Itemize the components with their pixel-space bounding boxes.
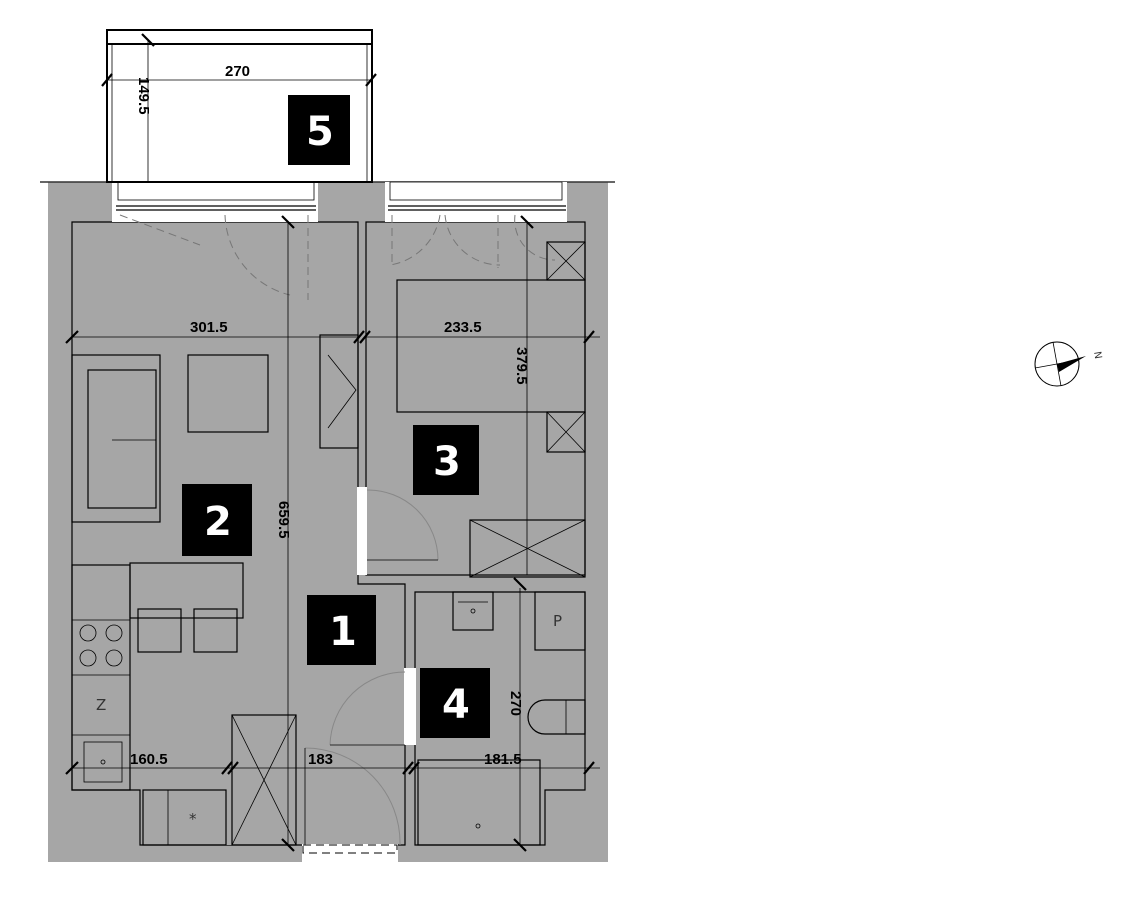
bath-sink [452,591,494,631]
toilet [527,699,586,735]
svg-text:3: 3 [433,439,461,485]
armchair [187,354,269,433]
svg-text:4: 4 [442,682,470,728]
dim-bath-depth: 270 [507,691,524,716]
wardrobe-living [319,334,359,449]
dim-bath-width: 181.5 [484,751,522,768]
room-label-4: 4 [420,668,490,738]
chair [193,608,238,653]
chair [137,608,182,653]
dim-bedroom-width: 233.5 [444,319,482,336]
dim-living-width: 301.5 [190,319,228,336]
washing-machine [534,591,586,651]
dim-kitchen-width: 160.5 [130,751,168,768]
svg-text:1: 1 [329,609,357,655]
washer-label: P [553,612,562,630]
nightstand [546,411,586,453]
fridge-label: Z [96,696,106,714]
nightstand [546,241,586,281]
freezer [142,789,227,846]
dining-table [129,562,244,619]
kitchen-sink [83,741,123,783]
wardrobe-bedroom [469,519,586,578]
compass-north-label: N [1091,351,1103,360]
freezer-label: * [189,810,197,828]
compass-icon: N [1034,341,1103,387]
furniture: Z * P [71,241,586,846]
hob [79,624,123,667]
sofa [71,354,161,523]
svg-text:2: 2 [204,499,232,545]
dim-balcony-depth: 149.5 [135,77,152,115]
bed [396,279,586,413]
dimensions: 270 149.5 301.5 233.5 379.5 659.5 160.5 … [65,33,600,852]
shaft [231,714,297,846]
kitchen-counter [71,564,131,791]
shower [417,759,541,846]
svg-text:5: 5 [306,109,334,155]
room-labels: 5 2 3 1 4 [182,95,490,738]
room-label-3: 3 [413,425,479,495]
dim-living-depth: 659.5 [275,501,292,539]
room-label-1: 1 [307,595,376,665]
room-label-5: 5 [288,95,350,165]
room-label-2: 2 [182,484,252,556]
dim-balcony-width: 270 [225,63,250,80]
doors [119,214,556,846]
dim-hall-width: 183 [308,751,333,768]
dim-bedroom-depth: 379.5 [513,347,530,385]
